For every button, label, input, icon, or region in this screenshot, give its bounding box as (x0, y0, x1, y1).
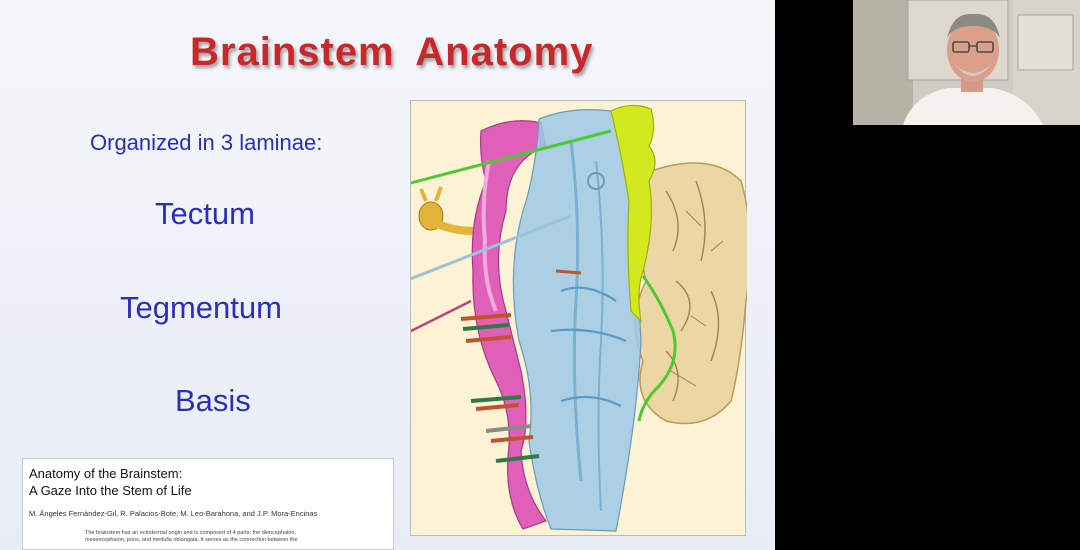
basis-region (471, 120, 547, 530)
cranial-nerves-lower (460, 269, 582, 463)
tegmentum-region (512, 109, 642, 532)
presentation-slide: Brainstem Anatomy Organized in 3 laminae… (0, 0, 775, 550)
article-title: Anatomy of the Brainstem: A Gaze Into th… (29, 466, 192, 498)
presenter-video-icon (853, 0, 1080, 125)
tectum-pointer-line (411, 129, 612, 185)
slide-subtitle: Organized in 3 laminae: (90, 130, 323, 155)
article-abstract-line: The brainstem has an ectodermal origin a… (85, 530, 296, 536)
cerebellum-shape (634, 162, 747, 425)
basis-pointer-line (411, 299, 472, 333)
brainstem-illustration (411, 104, 747, 532)
presenter-webcam-feed (853, 0, 1080, 125)
tegmentum-pointer-line (411, 214, 572, 281)
tectum-region (610, 104, 656, 323)
cranial-nerve-upper (418, 186, 474, 235)
article-citation-card: Anatomy of the Brainstem: A Gaze Into th… (22, 458, 394, 550)
lamina-label-tegmentum: Tegmentum (120, 290, 282, 325)
article-authors: M. Ángeles Fernández-Gil, R. Palacios-Bo… (29, 509, 318, 518)
brainstem-illustration-frame (410, 100, 747, 536)
lamina-label-tectum: Tectum (155, 196, 255, 231)
lamina-label-basis: Basis (175, 383, 251, 418)
green-border-line (637, 275, 677, 422)
slide-title: Brainstem Anatomy (190, 30, 594, 74)
article-abstract: The brainstem has an ectodermal origin a… (85, 530, 387, 544)
article-abstract-line: mesencephalon, pons, and medulla oblonga… (85, 537, 298, 543)
